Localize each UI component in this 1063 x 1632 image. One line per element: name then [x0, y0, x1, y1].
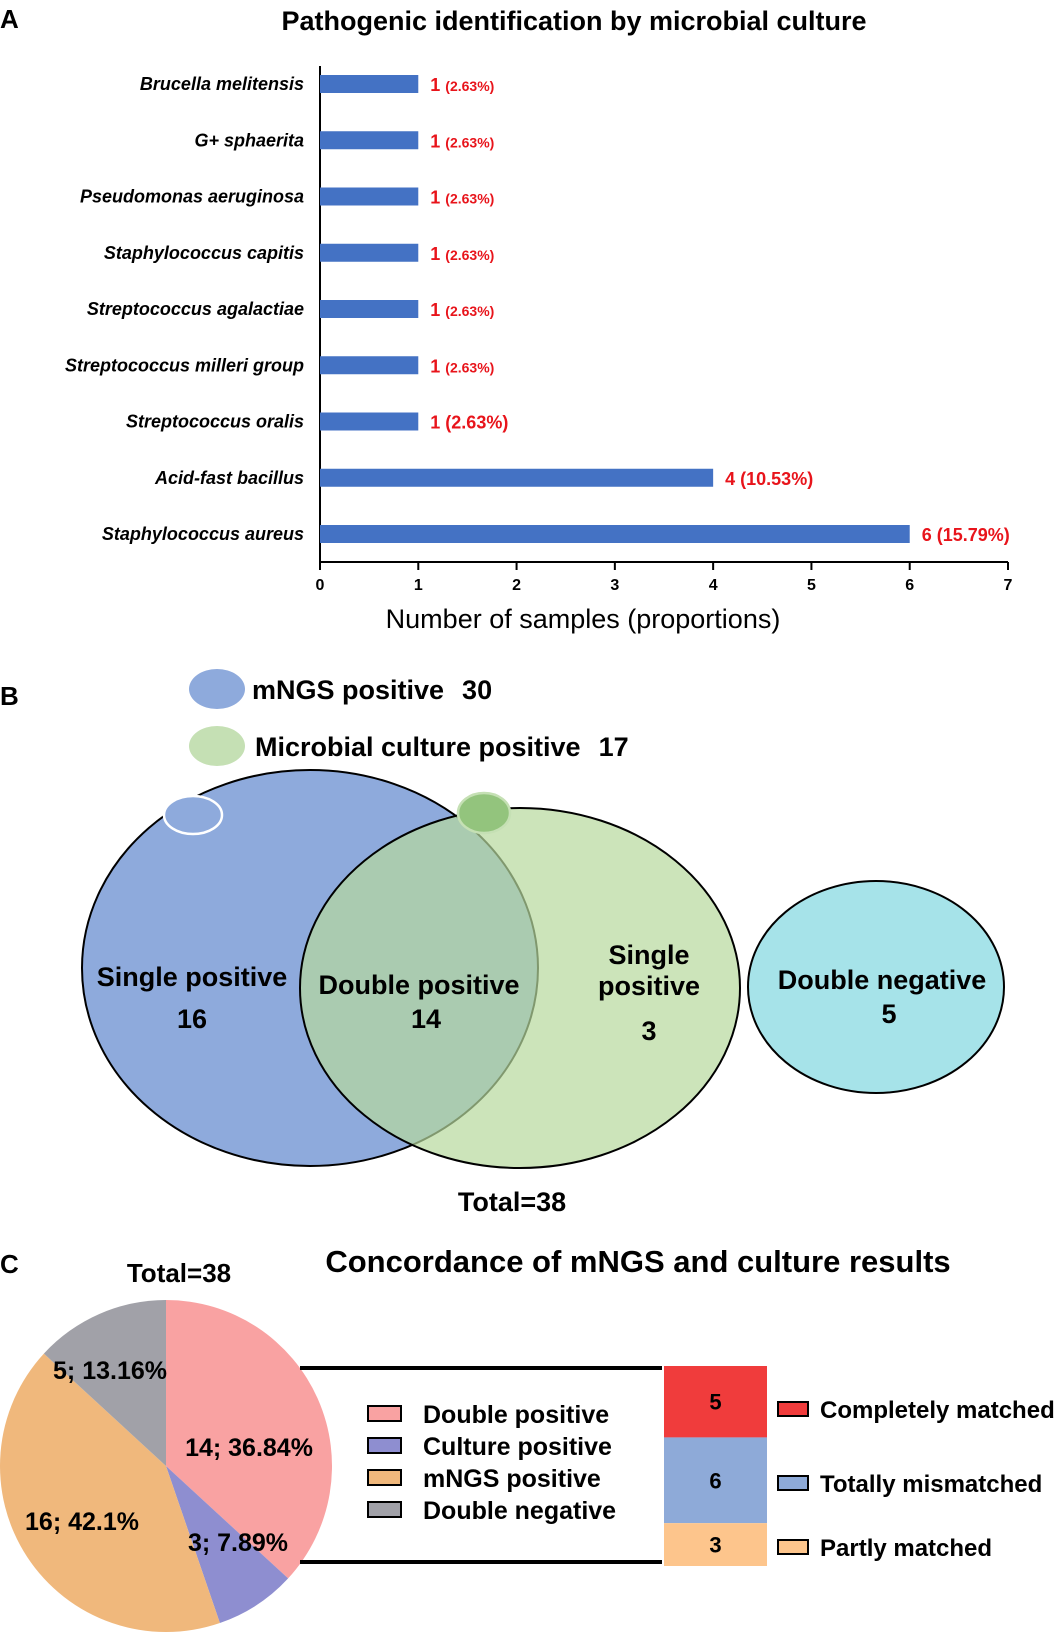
- bar: [320, 356, 419, 375]
- region-right-label-line1: Single: [608, 940, 689, 970]
- stack-value-label: 3: [709, 1533, 721, 1558]
- bar: [320, 525, 910, 543]
- legend-swatch: [367, 1501, 402, 1518]
- category-label: Staphylococcus capitis: [104, 243, 304, 263]
- category-label: Staphylococcus aureus: [102, 524, 304, 544]
- stack-segment: [664, 1437, 767, 1524]
- region-negative-value: 5: [881, 999, 896, 1029]
- concordance-title: Concordance of mNGS and culture results: [325, 1244, 950, 1279]
- category-label: Streptococcus agalactiae: [87, 299, 304, 319]
- region-right-label-line2: positive: [598, 971, 700, 1001]
- chart-title: Pathogenic identification by microbial c…: [281, 6, 866, 36]
- bar: [320, 412, 419, 431]
- stack-legend-label: Totally mismatched: [820, 1471, 1042, 1498]
- region-left-label: Single positive: [97, 962, 288, 992]
- legend-label: Culture positive: [423, 1433, 612, 1461]
- region-negative-label: Double negative: [778, 965, 987, 995]
- region-right-value: 3: [641, 1016, 656, 1046]
- x-tick-label: 4: [709, 577, 718, 594]
- stack-segment: [664, 1523, 767, 1566]
- legend-swatch: [367, 1469, 402, 1486]
- region-overlap-label: Double positive: [318, 970, 519, 1000]
- venn-total: Total=38: [458, 1187, 566, 1217]
- legend-swatch-mngs: [189, 669, 245, 709]
- x-tick-label: 6: [905, 577, 914, 594]
- pie-slice: [0, 1353, 220, 1632]
- x-tick-label: 5: [807, 577, 816, 594]
- pie-slice: [166, 1466, 289, 1624]
- category-label: Streptococcus milleri group: [65, 355, 304, 375]
- legend-swatch: [367, 1437, 402, 1454]
- category-label: G+ sphaerita: [194, 130, 304, 150]
- stack-legend-swatch: [777, 1401, 809, 1417]
- data-label: 1(2.63%): [430, 244, 494, 264]
- stack-legend-label: Partly matched: [820, 1535, 992, 1562]
- category-label: Pseudomonas aeruginosa: [80, 187, 304, 207]
- data-label: 1(2.63%): [430, 75, 494, 95]
- bar: [320, 300, 419, 318]
- panel-a-bar-chart: A Pathogenic identification by microbial…: [0, 4, 1013, 634]
- region-overlap-value: 14: [411, 1004, 441, 1034]
- x-tick-label: 1: [414, 577, 423, 594]
- category-label: Streptococcus oralis: [126, 412, 304, 432]
- bar: [320, 187, 419, 206]
- x-axis-label: Number of samples (proportions): [386, 604, 781, 634]
- legend-label: Double negative: [423, 1497, 616, 1525]
- stack-legend-swatch: [777, 1539, 809, 1555]
- legend-swatch: [367, 1405, 402, 1422]
- data-label: 1(2.63%): [430, 300, 494, 320]
- panel-a-letter: A: [0, 4, 19, 34]
- stack-legend-swatch: [777, 1475, 809, 1491]
- panel-c-concordance: C Concordance of mNGS and culture result…: [0, 1244, 1055, 1632]
- stack-value-label: 5: [709, 1390, 721, 1415]
- category-label: Brucella melitensis: [140, 74, 304, 94]
- category-label: Acid-fast bacillus: [154, 468, 304, 488]
- venn-circle-culture: [299, 807, 741, 1169]
- pie-slice: [166, 1300, 332, 1579]
- data-label: 1(2.63%): [430, 413, 508, 433]
- bar: [320, 131, 419, 150]
- legend-label: Double positive: [423, 1401, 609, 1429]
- pie-label: 14; 36.84%: [185, 1434, 313, 1462]
- x-tick-label: 7: [1004, 577, 1013, 594]
- data-label: 4(10.53%): [725, 469, 813, 489]
- pie-slice: [43, 1300, 167, 1466]
- bar: [320, 243, 419, 262]
- x-tick-label: 2: [512, 577, 521, 594]
- bars-group: Brucella melitensis 1(2.63%) G+ sphaerita 1…: [65, 74, 1010, 545]
- pie-chart: 14; 36.84% 3; 7.89% 16; 42.1% 5; 13.16%: [0, 1300, 332, 1632]
- panel-b-letter: B: [0, 681, 19, 711]
- pie-label: 16; 42.1%: [25, 1508, 139, 1536]
- stack-legend-label: Completely matched: [820, 1397, 1055, 1424]
- x-tick-label: 3: [610, 577, 619, 594]
- data-label: 1(2.63%): [430, 188, 494, 208]
- panel-c-letter: C: [0, 1249, 19, 1279]
- data-label: 1(2.63%): [430, 131, 494, 151]
- region-left-value: 16: [177, 1004, 207, 1034]
- data-label: 1(2.63%): [430, 356, 494, 376]
- x-tick-label: 0: [316, 577, 325, 594]
- bar: [320, 468, 714, 487]
- venn-circle-negative: [747, 880, 1005, 1094]
- x-ticks-group: 0 1 2 3 4 5 6 7: [316, 562, 1013, 594]
- stack-value-label: 6: [709, 1468, 721, 1493]
- venn-marker-mngs: [162, 794, 224, 836]
- pie-label: 5; 13.16%: [53, 1357, 167, 1385]
- pie-label: 3; 7.89%: [188, 1529, 288, 1557]
- bar: [320, 75, 419, 93]
- legend-swatch-culture: [189, 726, 245, 766]
- data-label: 6(15.79%): [922, 525, 1010, 545]
- pie-total: Total=38: [127, 1258, 231, 1288]
- stack-segment: [664, 1366, 767, 1438]
- legend-label: mNGS positive: [423, 1465, 601, 1493]
- stacked-bar: 5 6 3: [664, 1366, 767, 1566]
- venn-marker-culture: [456, 791, 512, 835]
